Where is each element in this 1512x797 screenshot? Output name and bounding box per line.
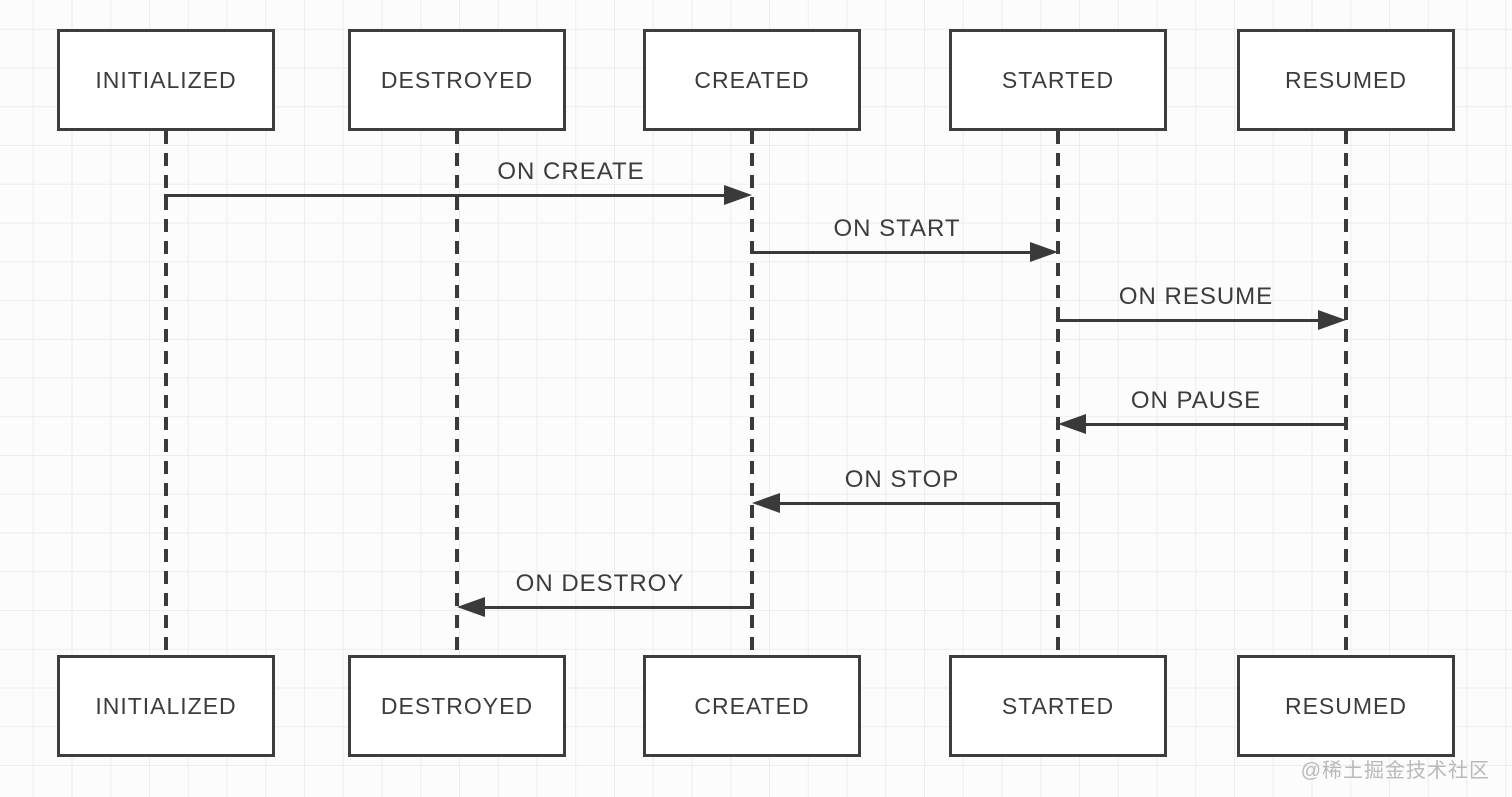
state-box-label: RESUMED — [1284, 66, 1407, 93]
message-label-on-stop: ON STOP — [844, 466, 960, 493]
state-box-label: RESUMED — [1284, 692, 1407, 719]
state-box-label: INITIALIZED — [95, 66, 237, 93]
state-box-destroyed-top: DESTROYED — [348, 29, 566, 131]
message-label-on-destroy: ON DESTROY — [515, 570, 685, 597]
message-arrow-on-start — [750, 251, 1034, 254]
message-arrow-on-resume — [1056, 319, 1322, 322]
state-box-label: STARTED — [1001, 66, 1115, 93]
state-box-resumed-bottom: RESUMED — [1237, 655, 1455, 757]
state-box-label: DESTROYED — [380, 66, 534, 93]
state-box-initialized-bottom: INITIALIZED — [57, 655, 275, 757]
lifeline-destroyed — [455, 131, 459, 655]
state-box-initialized-top: INITIALIZED — [57, 29, 275, 131]
message-arrow-on-destroy — [481, 606, 754, 609]
state-box-label: DESTROYED — [380, 692, 534, 719]
state-box-label: CREATED — [694, 66, 810, 93]
state-box-label: CREATED — [694, 692, 810, 719]
state-box-created-top: CREATED — [643, 29, 861, 131]
arrowhead-icon-on-create — [724, 185, 752, 205]
message-label-on-pause: ON PAUSE — [1130, 387, 1262, 414]
lifeline-initialized — [164, 131, 168, 655]
lifeline-created — [750, 131, 754, 655]
arrowhead-icon-on-start — [1030, 242, 1058, 262]
state-box-resumed-top: RESUMED — [1237, 29, 1455, 131]
arrowhead-icon-on-pause — [1058, 414, 1086, 434]
message-label-on-start: ON START — [833, 215, 961, 242]
state-box-label: STARTED — [1001, 692, 1115, 719]
arrowhead-icon-on-stop — [752, 493, 780, 513]
message-label-on-create: ON CREATE — [497, 158, 645, 185]
state-box-destroyed-bottom: DESTROYED — [348, 655, 566, 757]
lifeline-resumed — [1344, 131, 1348, 655]
arrowhead-icon-on-destroy — [457, 597, 485, 617]
state-box-started-bottom: STARTED — [949, 655, 1167, 757]
state-box-label: INITIALIZED — [95, 692, 237, 719]
state-box-created-bottom: CREATED — [643, 655, 861, 757]
state-box-started-top: STARTED — [949, 29, 1167, 131]
message-arrow-on-pause — [1082, 423, 1348, 426]
message-label-on-resume: ON RESUME — [1118, 283, 1274, 310]
watermark: @稀土掘金技术社区 — [1300, 760, 1490, 782]
message-arrow-on-stop — [776, 502, 1060, 505]
arrowhead-icon-on-resume — [1318, 310, 1346, 330]
message-arrow-on-create — [164, 194, 728, 197]
lifeline-started — [1056, 131, 1060, 655]
